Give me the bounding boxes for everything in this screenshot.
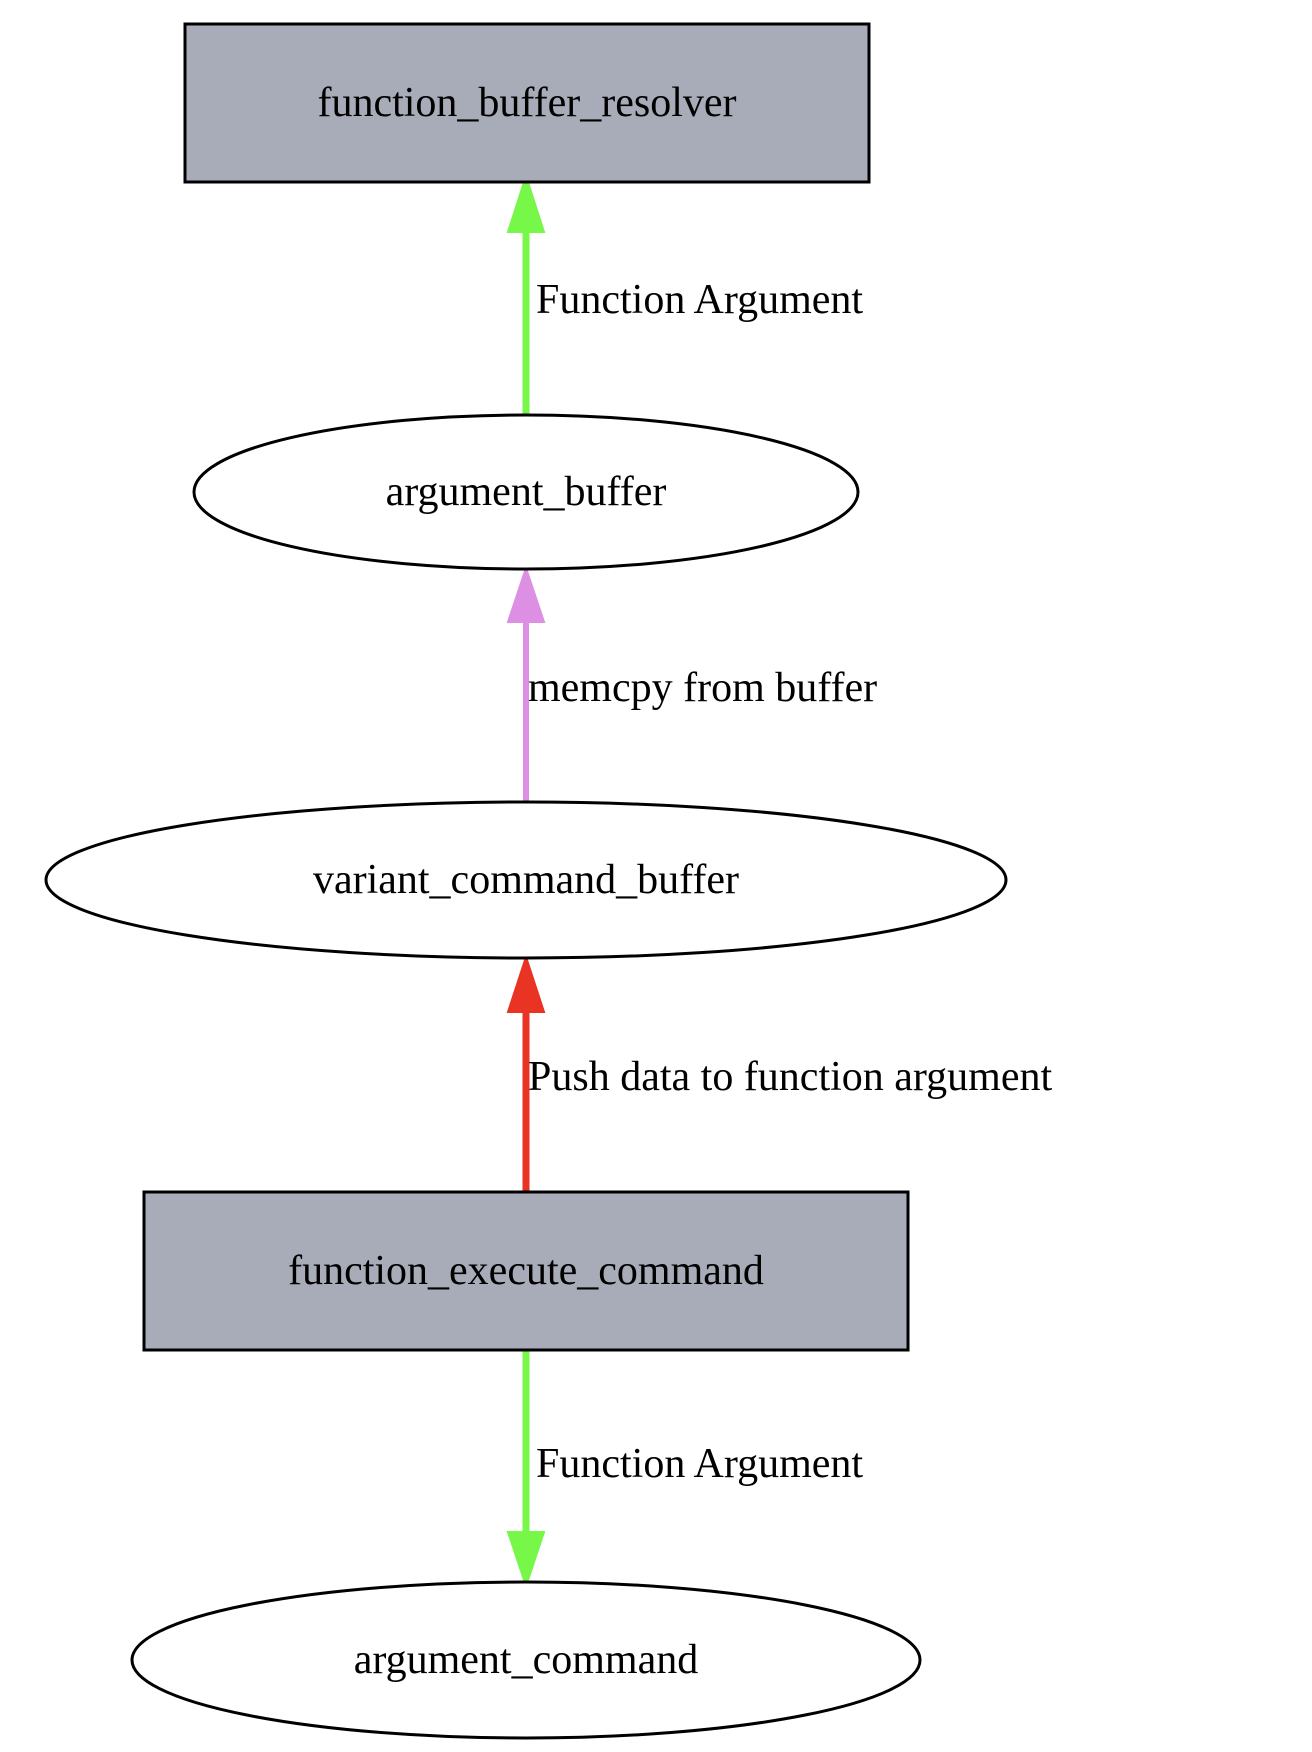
node-ellipse [192,413,860,571]
node-box [183,22,871,184]
edge-label: Function Argument [536,277,863,323]
node-argument-command: argument_command [130,1580,922,1740]
node-ellipse [44,800,1008,960]
edge-function-execute-command-to-argument-command: Function Argument [506,1350,863,1590]
node-label: function_execute_command [288,1248,764,1294]
edge-label: memcpy from buffer [528,665,877,711]
arrowhead-up-icon [506,172,546,233]
node-label: function_buffer_resolver [317,80,736,126]
edge-function-execute-command-to-variant-command-buffer: Push data to function argument [506,953,1052,1192]
node-argument-buffer: argument_buffer [192,413,860,571]
node-box [142,1190,910,1352]
node-variant-command-buffer: variant_command_buffer [44,800,1008,960]
arrowhead-up-icon [506,564,546,623]
edge-label: Function Argument [536,1441,863,1487]
node-label: argument_buffer [386,469,667,515]
edge-label: Push data to function argument [528,1054,1052,1100]
node-label: argument_command [354,1637,698,1683]
node-function-execute-command: function_execute_command [142,1190,910,1352]
arrowhead-down-icon [506,1531,546,1590]
node-label: variant_command_buffer [313,857,739,903]
edge-argument-buffer-to-function-buffer-resolver: Function Argument [506,172,863,414]
arrowhead-up-icon [506,953,546,1013]
node-ellipse [130,1580,922,1740]
node-function-buffer-resolver: function_buffer_resolver [183,22,871,184]
edge-variant-command-buffer-to-argument-buffer: memcpy from buffer [506,564,877,802]
